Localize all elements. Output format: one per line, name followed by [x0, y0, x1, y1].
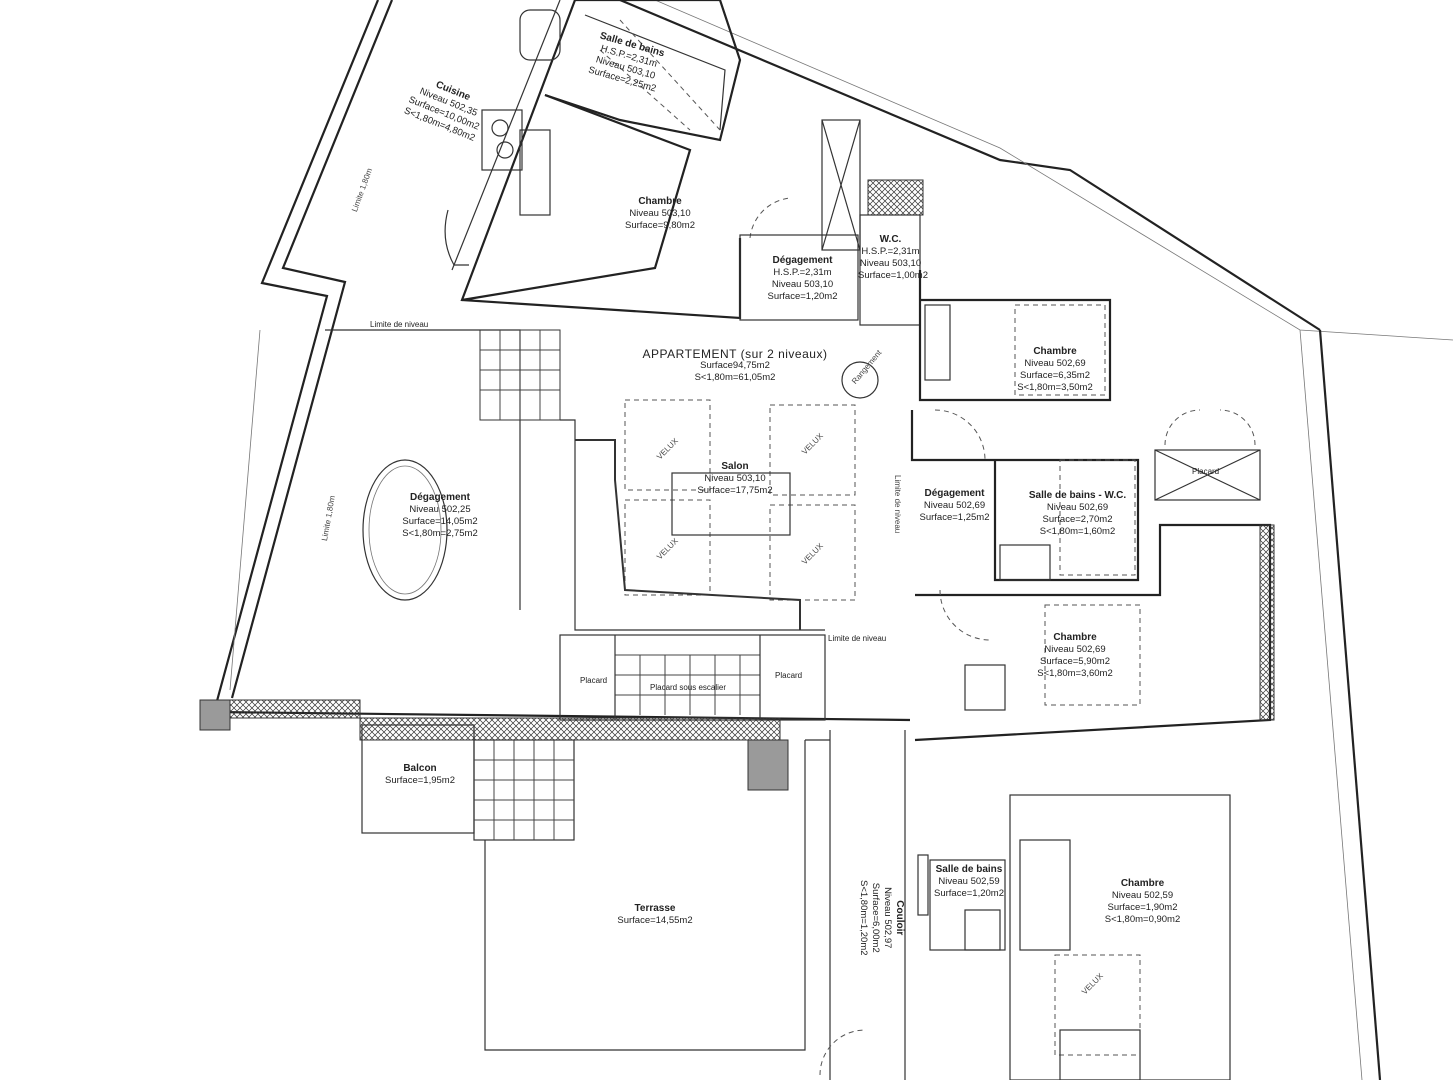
- chambre-r1-label: Chambre Niveau 502,69 Surface=6,35m2 S<1…: [1017, 346, 1093, 393]
- stairs-note-label: Placard sous escalier: [650, 683, 727, 692]
- limite-niveau-vertical: Limite de niveau: [893, 475, 902, 534]
- bedroom-top: [461, 93, 791, 302]
- stairs-centre: [559, 634, 826, 721]
- wc-label: W.C. H.S.P.=2,31m Niveau 503,10 Surface=…: [858, 234, 928, 281]
- chambre-top-label: Chambre Niveau 503,10 Surface=9,80m2: [625, 196, 695, 231]
- placard-small-label: Placard: [580, 676, 608, 685]
- salon-area: [479, 329, 879, 631]
- degagement-top-label: Dégagement H.S.P.=2,31m Niveau 503,10 Su…: [767, 255, 838, 302]
- balcon-label: Balcon Surface=1,95m2: [385, 763, 455, 786]
- appartement-label: APPARTEMENT (sur 2 niveaux) Surface94,75…: [642, 347, 828, 383]
- placard-bottom-label: Placard: [775, 671, 803, 680]
- stair-top: [821, 119, 861, 251]
- degagement-left-label: Dégagement Niveau 502,25 Surface=14,05m2…: [402, 492, 478, 539]
- placard-label: Placard: [1192, 467, 1220, 476]
- right-rooms: [910, 270, 1275, 742]
- chambre-bottom-label: Chambre Niveau 502,59 Surface=1,90m2 S<1…: [1104, 878, 1181, 925]
- wc-block: [739, 179, 924, 326]
- bathroom-top: [544, 0, 742, 142]
- chambre-r2-label: Chambre Niveau 502,69 Surface=5,90m2 S<1…: [1037, 632, 1113, 679]
- degagement-mid-label: Dégagement Niveau 502,69 Surface=1,25m2: [919, 488, 990, 523]
- salon-label: Salon Niveau 503,10 Surface=17,75m2: [697, 461, 773, 496]
- limite-niveau-top: Limite de niveau: [370, 320, 429, 329]
- sdb-wc-label: Salle de bains - W.C. Niveau 502,69 Surf…: [1028, 490, 1127, 537]
- kitchen-block: [444, 0, 742, 320]
- sdb-bottom-label: Salle de bains Niveau 502,59 Surface=1,2…: [934, 864, 1004, 899]
- lower-block: [359, 717, 906, 1080]
- terrasse-label: Terrasse Surface=14,55m2: [617, 903, 693, 926]
- couloir-label: Couloir Niveau 502,97 Surface=6,00m2 S<1…: [858, 880, 905, 956]
- degagement-left: [199, 329, 521, 731]
- limite-niveau-mid: Limite de niveau: [828, 634, 887, 643]
- bottom-right-rooms: [917, 794, 1231, 1080]
